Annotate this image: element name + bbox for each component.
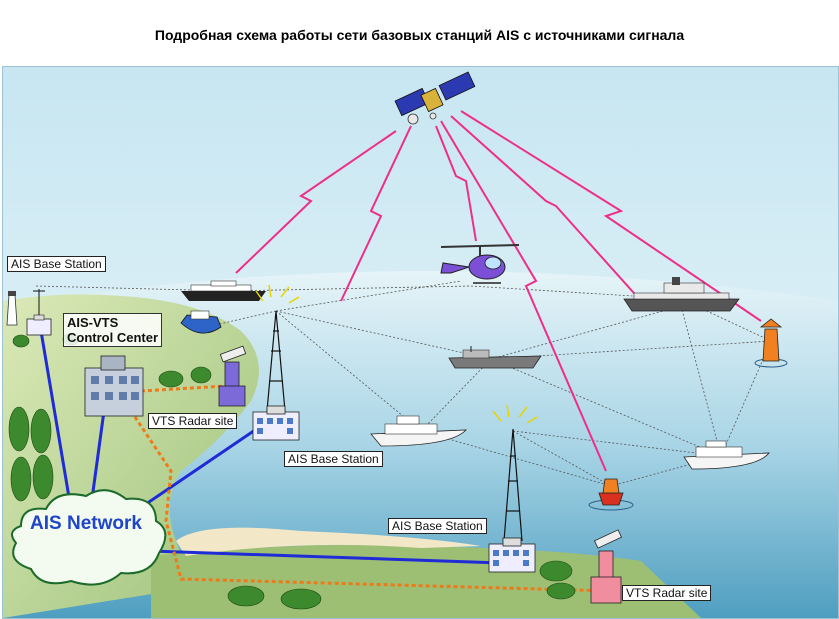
lighthouse-icon [6, 291, 18, 326]
radar-icon [590, 529, 623, 604]
ship-icon [180, 310, 222, 334]
satellite-icon [394, 71, 476, 125]
diagram-title: Подробная схема работы сети базовых стан… [154, 27, 685, 43]
building-icon [252, 405, 300, 441]
ship-icon [448, 346, 542, 369]
ship-icon [683, 440, 770, 470]
base-station-label-1: AIS Base Station [7, 256, 106, 272]
satellite-radio-links [235, 110, 762, 472]
buoy-icon [754, 318, 788, 368]
cloud-icon [11, 489, 167, 586]
building-icon [488, 537, 536, 573]
antenna-tower-icon [33, 289, 45, 319]
ais-network-cloud: AIS Network [6, 489, 166, 559]
control-center-label-line1: AIS-VTS [67, 315, 119, 330]
antenna-tower-icon [503, 428, 523, 542]
radar-icon [218, 345, 247, 407]
radar-site-label-1: VTS Radar site [148, 413, 238, 429]
control-center-label-line2: Control Center [67, 330, 158, 345]
ais-network-label: AIS Network [30, 513, 142, 534]
base-station-label-2: AIS Base Station [284, 451, 383, 467]
antenna-tower-icon [266, 310, 286, 412]
ais-dotted-links [35, 280, 772, 487]
signal-spark-icon [255, 284, 538, 424]
ship-icon [181, 280, 266, 301]
tree-icon [8, 332, 576, 610]
control-center-building-icon [84, 355, 144, 417]
helicopter-icon [440, 244, 520, 284]
building-icon [26, 314, 52, 336]
ship-icon [623, 277, 740, 312]
radar-links [129, 384, 612, 593]
control-center-label: AIS-VTS Control Center [63, 313, 162, 347]
radar-site-label-2: VTS Radar site [622, 585, 712, 601]
ship-icon [370, 415, 467, 447]
buoy-icon [588, 478, 634, 511]
base-station-label-3: AIS Base Station [388, 518, 487, 534]
diagram-canvas: AIS Base Station AIS-VTS Control Center … [2, 66, 839, 619]
